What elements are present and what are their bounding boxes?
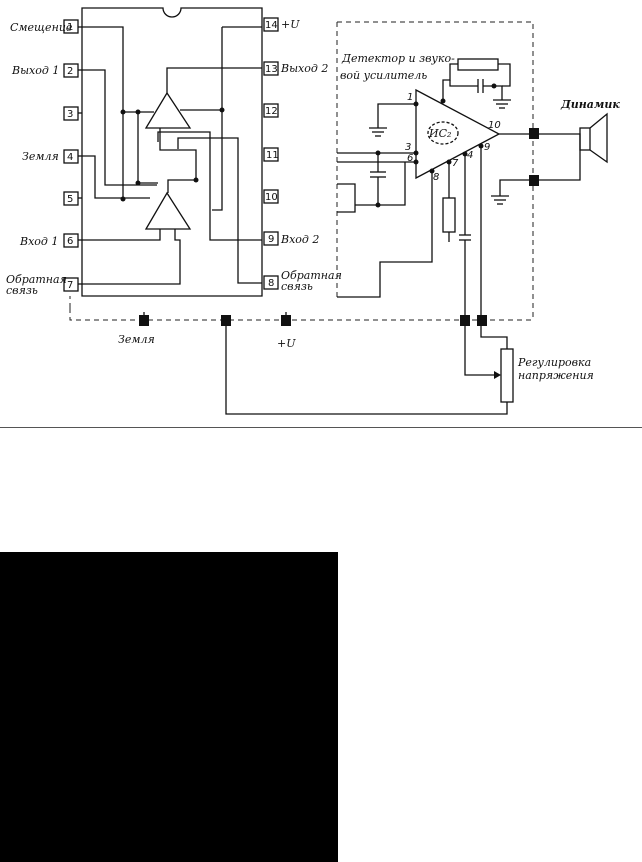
left-pins xyxy=(63,19,82,292)
detector-enclosure xyxy=(69,21,534,321)
pin-13-number: 13 xyxy=(265,64,278,75)
ic2-amplifier-icon xyxy=(415,88,501,180)
ic2-pin-3: 3 xyxy=(405,142,411,153)
ic2-pin-4: 4 xyxy=(467,150,473,161)
amplifier-bottom-icon xyxy=(144,191,192,230)
ic2-amplifier xyxy=(415,88,501,180)
supply-bus-label: +U xyxy=(277,337,296,350)
pin-9-number: 9 xyxy=(268,234,274,245)
pin-6-label: Вход 1 xyxy=(19,235,58,248)
pin-8-number: 8 xyxy=(268,278,274,289)
pin-6-number: 6 xyxy=(67,236,73,247)
ground-bus-label: Земля xyxy=(118,333,155,346)
pin-9-label: Вход 2 xyxy=(280,233,319,246)
input-network xyxy=(337,150,419,213)
internal-junctions xyxy=(120,107,225,202)
volume-label-1: Регулировка xyxy=(517,356,591,369)
bus-connectors xyxy=(139,312,487,326)
black-image-panel xyxy=(0,552,338,862)
pin-4-number: 4 xyxy=(67,152,73,163)
pin-14-label: +U xyxy=(281,18,300,31)
ic2-pin-1: 1 xyxy=(407,92,413,103)
ic2-pin-6: 6 xyxy=(407,153,413,164)
left-pin-numbers: 1 2 3 4 5 6 7 xyxy=(67,22,73,291)
pin-10-number: 10 xyxy=(265,192,278,203)
pin-2-number: 2 xyxy=(67,66,73,77)
right-pins xyxy=(263,17,279,290)
ic2-lower-wiring xyxy=(337,143,484,320)
right-pin-numbers: 14 13 12 11 10 9 8 xyxy=(265,20,279,289)
pin-3-number: 3 xyxy=(67,109,73,120)
ic2-pin-9: 9 xyxy=(484,142,490,153)
pin-7-number: 7 xyxy=(67,280,73,291)
volume-potentiometer xyxy=(225,326,514,415)
pin-5-number: 5 xyxy=(67,194,73,205)
amplifier-triangles xyxy=(144,91,192,230)
ic2-pin-numbers: 1 3 6 8 7 4 9 10 xyxy=(405,92,501,183)
pin-14-number: 14 xyxy=(265,20,278,31)
pin-2-label: Выход 1 xyxy=(11,64,59,77)
speaker-output xyxy=(491,112,608,205)
pin-4-label: Земля xyxy=(22,150,59,163)
amplifier-top-icon xyxy=(144,91,192,129)
ic2-label: ИС₂ xyxy=(428,127,451,140)
ic2-pin-10: 10 xyxy=(488,120,501,131)
pin-11-number: 11 xyxy=(266,150,279,161)
detector-title-1: Детектор и звуко- xyxy=(341,52,455,65)
pin-13-label: Выход 2 xyxy=(280,62,328,75)
ic-chip xyxy=(81,7,263,297)
detector-title-2: вой усилитель xyxy=(340,69,427,82)
schematic-diagram: 1 2 3 4 5 6 7 Смещение Выход 1 Земля Вхо… xyxy=(6,7,620,415)
internal-wiring xyxy=(82,26,262,285)
speaker-label: Динамик xyxy=(560,98,620,111)
divider-line xyxy=(0,427,642,428)
pin-1-number: 1 xyxy=(67,22,73,33)
volume-label-2: напряжения xyxy=(518,369,594,382)
pin-1-label: Смещение xyxy=(10,21,73,34)
pin-12-number: 12 xyxy=(265,106,278,117)
pin1-ground xyxy=(369,101,419,137)
ic2-pin-7: 7 xyxy=(452,158,459,169)
feedback-network xyxy=(440,58,511,109)
ic2-pin-8: 8 xyxy=(433,172,439,183)
